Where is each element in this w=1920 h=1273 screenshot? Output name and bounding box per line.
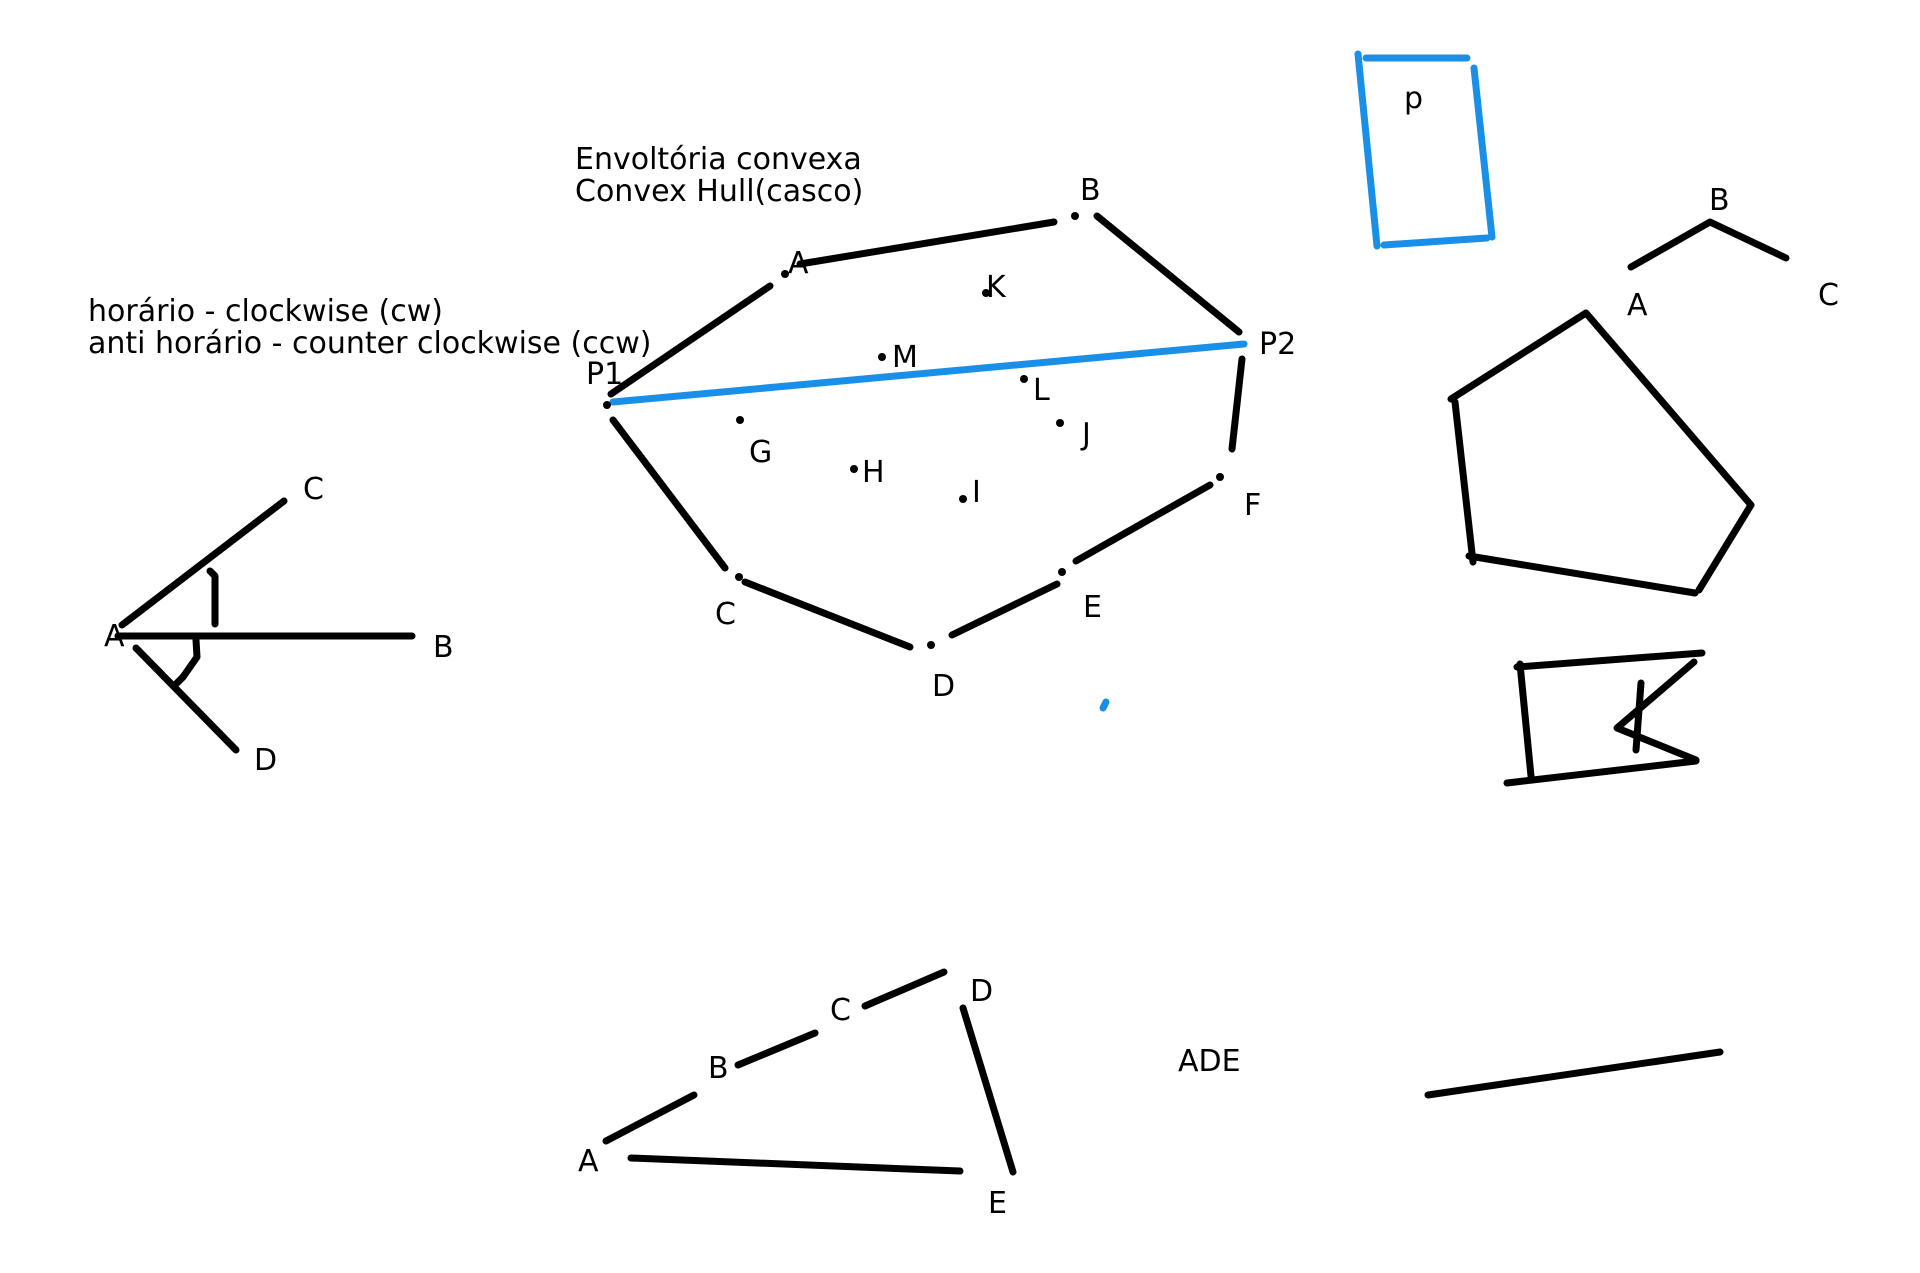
hull-label-k: K (986, 270, 1007, 305)
right-label-c: C (1818, 278, 1839, 313)
crossed-vertical (1632, 679, 1645, 754)
point-e (1058, 568, 1066, 576)
tri-edge-b-c (734, 1029, 819, 1069)
point-b (1071, 212, 1079, 220)
cw-note: horário - clockwise (cw) (88, 294, 443, 329)
hull-label-l: L (1033, 373, 1050, 408)
blue-quadrilateral: p (1354, 50, 1496, 250)
crossed-left (1516, 660, 1535, 780)
ccw-note: anti horário - counter clockwise (ccw) (88, 326, 651, 361)
hull-label-g: G (749, 435, 772, 470)
quad-edge-left (1354, 50, 1381, 250)
title-line-2: Convex Hull(casco) (575, 174, 863, 209)
hull-label-b: B (1080, 173, 1101, 208)
point-d (927, 641, 935, 649)
hull-label-a: A (788, 246, 809, 281)
hull-label-d: D (932, 669, 955, 704)
hull-label-p1: P1 (586, 357, 623, 392)
stray-blue-mark (1099, 698, 1110, 712)
hull-edge-d-c (741, 578, 914, 651)
ray-ac (118, 497, 288, 629)
pentagon-upper (1447, 309, 1755, 594)
hull-edge-c-p1 (609, 416, 729, 572)
title-line-1: Envoltória convexa (575, 142, 862, 177)
line-p1-p2 (609, 340, 1248, 406)
hull-label-c: C (715, 597, 736, 632)
angle-label-a: A (104, 619, 125, 654)
point-h (850, 465, 858, 473)
hull-edge-p2-f (1228, 355, 1246, 453)
point-m (878, 353, 886, 361)
point-i (959, 495, 967, 503)
hull-edge-e-d (948, 580, 1061, 639)
hull-label-p2: P2 (1259, 327, 1296, 362)
point-c (735, 573, 743, 581)
convex-hull-diagram: P1 P2 A B C D E F G H I J K L M (586, 173, 1296, 704)
angle-label-d: D (254, 743, 277, 778)
point-f (1216, 473, 1224, 481)
right-label-b: B (1709, 183, 1730, 218)
point-p1 (603, 401, 611, 409)
tri-label-a: A (578, 1144, 599, 1179)
point-g (736, 416, 744, 424)
tri-edge-c-d (861, 968, 948, 1010)
hull-label-h: H (862, 455, 885, 490)
line-segment (1424, 1048, 1724, 1099)
ray-ad (132, 644, 240, 754)
tri-edge-a-e (627, 1154, 964, 1175)
quad-edge-bottom (1380, 234, 1491, 249)
hull-label-e: E (1083, 590, 1102, 625)
ade-note: ADE (1178, 1044, 1241, 1079)
tri-label-c: C (830, 993, 851, 1028)
angle-arc-upper (206, 567, 219, 628)
pentagon-bottom (1465, 552, 1699, 597)
crossed-top (1513, 649, 1706, 671)
hull-edge-a-b (796, 218, 1058, 268)
hull-label-i: I (972, 475, 981, 510)
hull-edge-p1-a (607, 282, 774, 398)
angle-label-c: C (303, 472, 324, 507)
angle-label-b: B (433, 630, 454, 665)
tri-label-e: E (988, 1186, 1007, 1221)
hull-edge-f-e (1072, 481, 1214, 565)
hull-edge-b-p2 (1093, 212, 1243, 336)
crossed-polygon (1503, 649, 1706, 787)
hull-label-f: F (1244, 488, 1261, 523)
quad-edge-right (1470, 64, 1496, 241)
tri-edge-a-b (602, 1091, 698, 1145)
point-a (781, 270, 789, 278)
tri-edge-d-e (959, 1004, 1017, 1176)
crossed-zigzag (1613, 658, 1700, 764)
polyline-abc (1627, 218, 1790, 271)
tri-label-d: D (970, 974, 993, 1009)
quad-label-p: p (1404, 81, 1423, 116)
point-j (1056, 419, 1064, 427)
point-k (982, 289, 990, 297)
tri-label-b: B (708, 1051, 729, 1086)
hull-label-m: M (892, 340, 918, 375)
angle-arc-lower (171, 636, 201, 689)
right-angle-abc: A B C (1627, 183, 1839, 323)
point-l (1020, 375, 1028, 383)
collinear-triangle: A B C D E (578, 968, 1017, 1221)
hull-label-j: J (1080, 417, 1091, 452)
right-label-a: A (1627, 288, 1648, 323)
crossed-bottom (1503, 757, 1700, 787)
angle-diagram: A B C D (104, 472, 454, 778)
pentagon-left (1451, 398, 1477, 566)
